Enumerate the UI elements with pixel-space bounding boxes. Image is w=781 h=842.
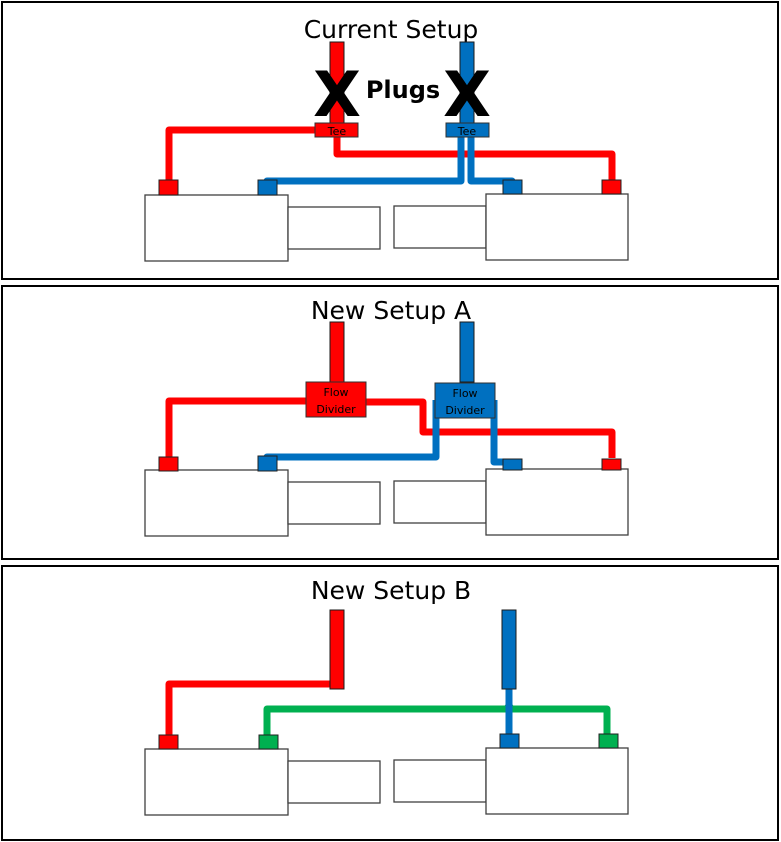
panel-frame	[1, 285, 779, 560]
right-machine-box	[485, 468, 629, 536]
flow-divider-label-line2: Divider	[316, 403, 356, 416]
blue-port	[257, 179, 278, 196]
red-pipe-right	[366, 398, 616, 458]
panel-current-setup: Current Setup Tee Tee X X Plugs	[1, 1, 779, 280]
red-pipe	[165, 680, 337, 737]
blue-tee-fitting: Tee	[445, 122, 490, 138]
red-pipe-left	[165, 397, 307, 458]
red-port	[158, 734, 179, 750]
green-pipe	[263, 705, 611, 737]
red-port	[601, 179, 622, 195]
red-supply-pipe	[329, 609, 345, 690]
blue-supply-pipe	[459, 321, 475, 383]
left-machine-box	[144, 194, 289, 262]
plugs-label: Plugs	[366, 76, 440, 104]
right-side-box	[393, 205, 487, 249]
left-machine-box	[144, 469, 289, 537]
flow-divider-label-line1: Flow	[452, 387, 477, 400]
plug-x-mark-blue: X	[443, 58, 491, 131]
blue-flow-divider: Flow Divider	[434, 382, 496, 419]
panel-title: New Setup B	[311, 576, 471, 605]
right-machine-box	[485, 747, 629, 815]
flow-divider-label-line2: Divider	[445, 404, 485, 417]
flow-divider-label-line1: Flow	[323, 386, 348, 399]
panel-new-setup-b: New Setup B	[1, 565, 779, 841]
red-port	[158, 179, 179, 196]
red-tee-fitting: Tee	[314, 122, 359, 138]
panel-title: New Setup A	[311, 296, 471, 325]
tee-label: Tee	[327, 125, 347, 138]
red-flow-divider: Flow Divider	[305, 381, 367, 418]
right-side-box	[393, 480, 487, 524]
plug-x-mark-red: X	[313, 58, 361, 131]
left-side-box	[287, 481, 381, 525]
left-side-box	[287, 206, 381, 250]
blue-port	[502, 179, 523, 195]
blue-port	[502, 458, 523, 471]
right-machine-box	[485, 193, 629, 261]
red-port	[158, 456, 179, 472]
green-port	[598, 733, 619, 749]
blue-port	[499, 733, 520, 749]
left-machine-box	[144, 748, 289, 816]
panel-new-setup-a: New Setup A Flow Divider Flow Divider	[1, 285, 779, 560]
green-port	[258, 734, 279, 750]
red-port	[601, 458, 622, 471]
panel-title: Current Setup	[304, 15, 479, 44]
red-supply-pipe	[329, 321, 345, 383]
left-side-box	[287, 760, 381, 804]
blue-supply-pipe	[501, 609, 517, 690]
panel-frame	[1, 565, 779, 841]
tee-label: Tee	[457, 125, 477, 138]
panel-frame	[1, 1, 779, 280]
red-pipe-left	[165, 126, 316, 182]
right-side-box	[393, 759, 487, 803]
blue-port	[257, 455, 278, 472]
